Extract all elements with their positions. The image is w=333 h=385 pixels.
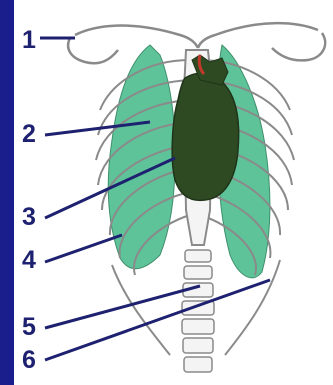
pointer-5 — [45, 286, 200, 328]
label-3: 3 — [22, 205, 36, 230]
pointer-4 — [45, 235, 122, 262]
label-2: 2 — [22, 122, 36, 147]
label-4: 4 — [22, 248, 36, 273]
heart — [172, 73, 238, 200]
label-6: 6 — [22, 348, 36, 373]
label-1: 1 — [22, 28, 36, 53]
label-5: 5 — [22, 315, 36, 340]
